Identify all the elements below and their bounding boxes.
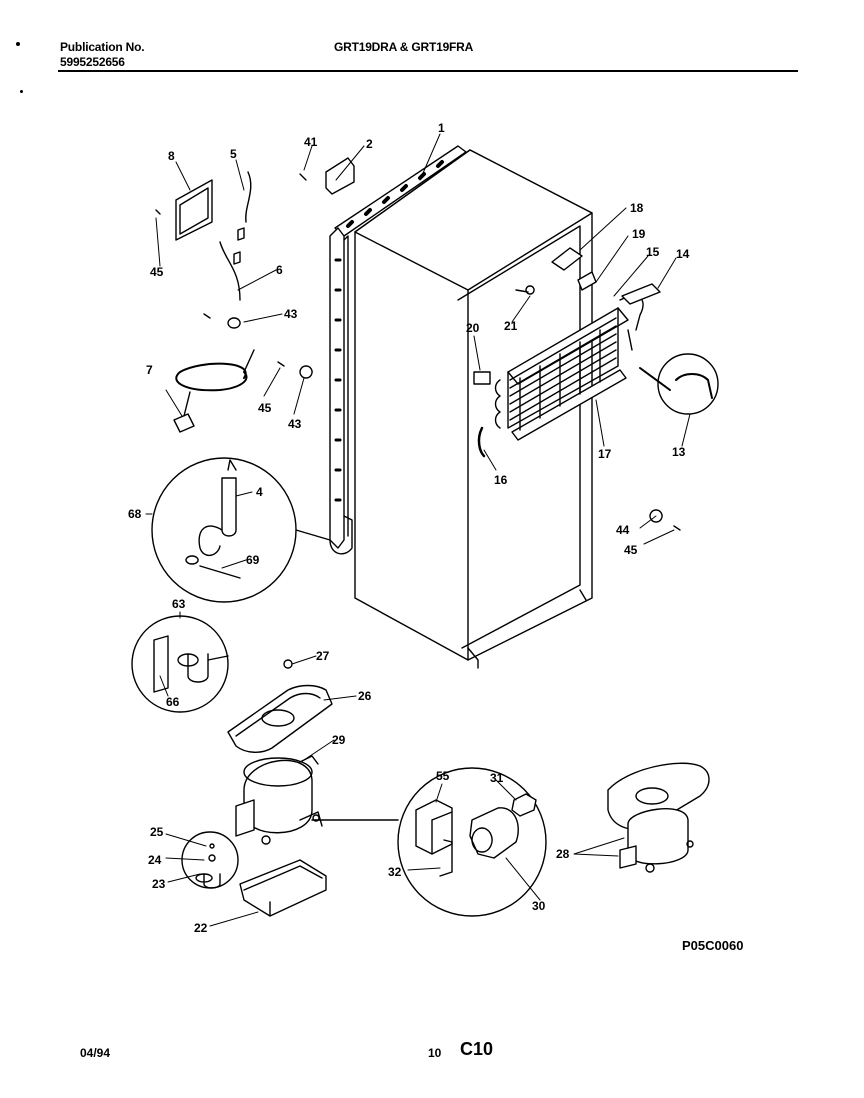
callout-25: 25 bbox=[150, 825, 164, 839]
overload-30 bbox=[469, 807, 519, 859]
cabinet bbox=[354, 149, 593, 669]
screw-21 bbox=[515, 285, 535, 295]
footer-page-number: 10 bbox=[428, 1046, 442, 1060]
callout-15: 15 bbox=[646, 245, 660, 259]
callout-2: 2 bbox=[366, 137, 373, 151]
callout-68: 68 bbox=[128, 507, 142, 521]
callout-28: 28 bbox=[556, 847, 570, 861]
callout-20: 20 bbox=[466, 321, 480, 335]
callout-45-b: 45 bbox=[258, 401, 272, 415]
heater-4 bbox=[221, 477, 237, 537]
callout-17: 17 bbox=[598, 447, 612, 461]
publication-number: 5995252656 bbox=[60, 55, 125, 69]
part-20 bbox=[473, 371, 491, 385]
grommet-43a bbox=[227, 317, 241, 329]
model-title: GRT19DRA & GRT19FRA bbox=[334, 40, 474, 54]
publication-label: Publication No. bbox=[60, 40, 145, 54]
callout-43-a: 43 bbox=[284, 307, 298, 321]
grommet-43b bbox=[299, 365, 313, 379]
power-cord-7 bbox=[175, 362, 248, 392]
grommet-27 bbox=[283, 659, 293, 669]
callout-1: 1 bbox=[438, 121, 445, 135]
bracket-18 bbox=[551, 247, 583, 271]
clip-31 bbox=[511, 793, 537, 817]
callout-44: 44 bbox=[616, 523, 630, 537]
callout-4: 4 bbox=[256, 485, 263, 499]
callout-55: 55 bbox=[436, 769, 450, 783]
screw-41 bbox=[299, 173, 307, 181]
door-gasket bbox=[329, 145, 467, 555]
callout-13: 13 bbox=[672, 445, 686, 459]
callout-18: 18 bbox=[630, 201, 644, 215]
callout-41: 41 bbox=[304, 135, 318, 149]
header-rule bbox=[58, 70, 798, 72]
relay-55 bbox=[415, 799, 453, 855]
hose-16 bbox=[477, 426, 486, 458]
callout-69: 69 bbox=[246, 553, 260, 567]
callout-29: 29 bbox=[332, 733, 346, 747]
footer-date: 04/94 bbox=[80, 1046, 111, 1060]
wire-32 bbox=[439, 839, 453, 877]
screw-45b bbox=[277, 361, 285, 367]
callout-16: 16 bbox=[494, 473, 508, 487]
base-22 bbox=[239, 859, 327, 917]
drain-tube-13 bbox=[639, 367, 713, 399]
bracket-14 bbox=[621, 283, 661, 305]
callout-66: 66 bbox=[166, 695, 180, 709]
compressor-assembly bbox=[607, 762, 710, 873]
screw-45a bbox=[155, 209, 211, 319]
callout-27: 27 bbox=[316, 649, 330, 663]
callout-45-a: 45 bbox=[150, 265, 164, 279]
callout-8: 8 bbox=[168, 149, 175, 163]
callout-19: 19 bbox=[632, 227, 646, 241]
detail-circle-13 bbox=[657, 353, 719, 415]
callout-32: 32 bbox=[388, 865, 402, 879]
callout-43-b: 43 bbox=[288, 417, 302, 431]
callout-24: 24 bbox=[148, 853, 162, 867]
callout-22: 22 bbox=[194, 921, 208, 935]
callout-30: 30 bbox=[532, 899, 546, 913]
panel-8 bbox=[175, 179, 213, 241]
grommet-44 bbox=[649, 509, 663, 523]
callout-23: 23 bbox=[152, 877, 166, 891]
drain-pan-26 bbox=[227, 684, 333, 753]
wire-5 bbox=[237, 171, 252, 241]
screw-45c bbox=[673, 525, 681, 531]
callout-7: 7 bbox=[146, 363, 153, 377]
callout-labels: 1 2 41 8 5 45 6 43 7 45 43 18 19 15 14 2… bbox=[128, 121, 690, 935]
callout-63: 63 bbox=[172, 597, 186, 611]
condenser bbox=[494, 295, 644, 441]
footer-page-code: C10 bbox=[460, 1039, 494, 1059]
callout-6: 6 bbox=[276, 263, 283, 277]
callout-31: 31 bbox=[490, 771, 504, 785]
callout-5: 5 bbox=[230, 147, 237, 161]
punch-mark-top bbox=[16, 42, 20, 46]
callout-21: 21 bbox=[504, 319, 518, 333]
compressor bbox=[235, 755, 323, 845]
leader-lines bbox=[145, 133, 691, 927]
punch-mark-second bbox=[20, 90, 23, 93]
harness-6 bbox=[219, 241, 241, 301]
callout-26: 26 bbox=[358, 689, 372, 703]
callout-14: 14 bbox=[676, 247, 690, 261]
drawing-code: P05C0060 bbox=[682, 938, 744, 953]
callout-45-c: 45 bbox=[624, 543, 638, 557]
